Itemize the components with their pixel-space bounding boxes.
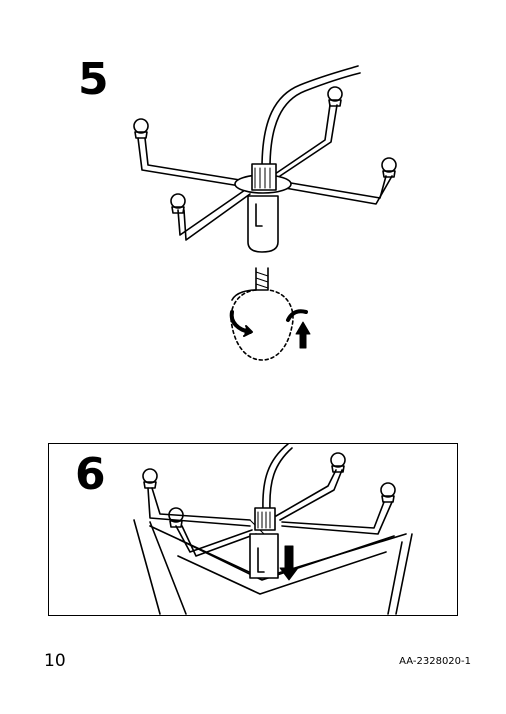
lamp-arms	[147, 469, 393, 557]
arm-end-caps	[142, 452, 396, 528]
cable	[262, 443, 289, 511]
document-code: AA-2328020-1	[399, 656, 471, 667]
up-arrow-icon	[295, 321, 311, 349]
lamp-arms	[137, 104, 393, 241]
page-number: 10	[44, 651, 66, 671]
cable	[261, 65, 359, 169]
socket	[249, 533, 279, 579]
step6-number: 6	[75, 449, 106, 500]
step5-number: 5	[78, 54, 109, 105]
step5-illustration	[133, 65, 397, 361]
arm-end-caps	[133, 86, 397, 214]
down-arrow-icon	[279, 545, 299, 581]
step6-frame	[48, 443, 458, 616]
